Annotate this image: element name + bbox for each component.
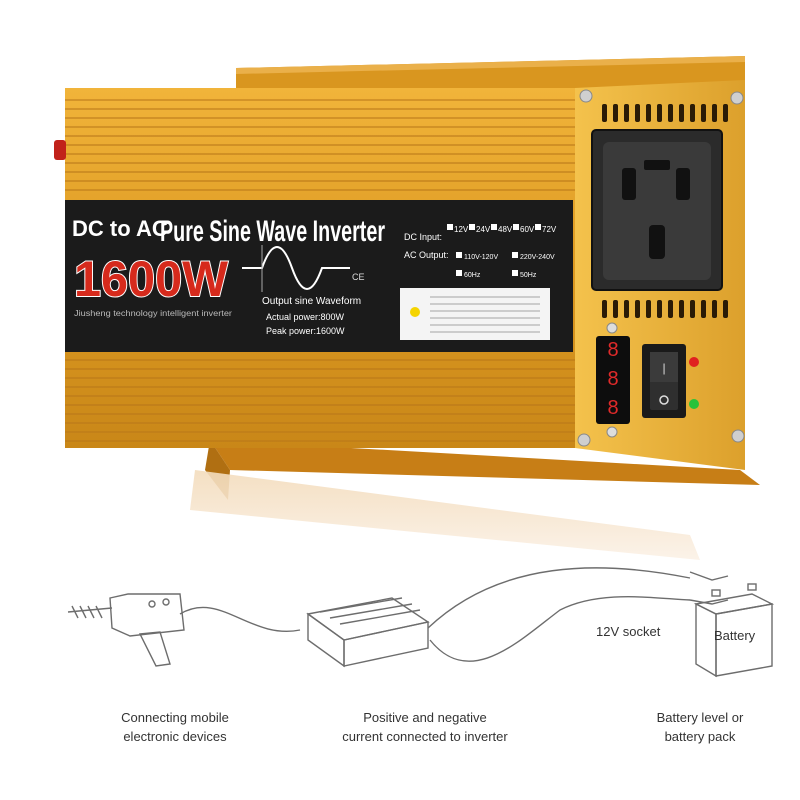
inverter-reflection xyxy=(190,470,700,560)
sine-wave-icon xyxy=(242,246,350,290)
screw-icon xyxy=(579,89,593,103)
brand-line: Jiusheng technology intelligent inverter xyxy=(74,309,232,318)
vent-slot xyxy=(657,300,662,318)
display-digit: 8 xyxy=(607,339,618,361)
screw-icon xyxy=(606,322,618,334)
checkbox-icon xyxy=(447,224,453,230)
screw-icon xyxy=(577,433,591,447)
device-cable xyxy=(179,606,301,633)
waveform-title: Output sine Waveform xyxy=(262,296,361,307)
vent-slot xyxy=(646,300,651,318)
dc-voltage-option: 12V xyxy=(454,225,469,234)
caption-line: Battery level or xyxy=(656,710,744,725)
caption-battery: Battery level or battery pack xyxy=(630,708,770,746)
vent-slot xyxy=(701,300,706,318)
display-digit: 8 xyxy=(607,397,618,419)
battery-icon xyxy=(693,583,775,678)
vent-slot xyxy=(624,300,629,318)
vent-slot xyxy=(723,104,728,122)
dc-voltage-option: 60V xyxy=(520,225,535,234)
dc-input-label: DC Input: xyxy=(404,232,442,242)
positive-cable xyxy=(427,567,691,629)
vent-slot xyxy=(613,104,618,122)
checkbox-icon xyxy=(491,224,497,230)
front-label-panel: DC to AC Pure Sine Wave Inverter 1600W J… xyxy=(65,200,573,352)
caption-inverter: Positive and negative current connected … xyxy=(320,708,530,746)
warning-icon xyxy=(410,307,420,317)
power-led-icon xyxy=(689,399,699,409)
fault-led-icon xyxy=(689,357,699,367)
frequency-option: 60Hz xyxy=(464,272,481,279)
vent-slot xyxy=(690,300,695,318)
power-switch[interactable]: | xyxy=(642,344,686,418)
ac-output-label: AC Output: xyxy=(404,250,449,260)
vent-slot xyxy=(646,104,651,122)
vent-slot xyxy=(679,300,684,318)
ac-voltage-option: 220V-240V xyxy=(520,254,555,261)
checkbox-icon xyxy=(512,252,518,258)
frequency-option: 50Hz xyxy=(520,272,537,279)
checkbox-icon xyxy=(535,224,541,230)
inverter-sketch-icon xyxy=(306,597,430,668)
actual-power: Actual power:800W xyxy=(266,312,345,322)
vent-slot xyxy=(668,104,673,122)
clamp-icon xyxy=(689,571,729,605)
socket-label: 12V socket xyxy=(596,624,661,639)
inverter-end-panel: 8 8 8 | xyxy=(575,80,745,470)
checkbox-icon xyxy=(456,252,462,258)
drill-icon xyxy=(67,593,185,667)
headline-prefix: DC to AC xyxy=(72,216,168,241)
vent-slot xyxy=(613,300,618,318)
red-knob-icon xyxy=(54,140,66,160)
vent-slot xyxy=(635,300,640,318)
caption-line: Connecting mobile xyxy=(121,710,229,725)
caption-devices: Connecting mobile electronic devices xyxy=(95,708,255,746)
vent-slot xyxy=(712,300,717,318)
dc-voltage-option: 72V xyxy=(542,225,557,234)
caption-line: current connected to inverter xyxy=(342,729,508,744)
headline-main: Pure Sine Wave Inverter xyxy=(160,215,385,248)
battery-label: Battery xyxy=(714,628,756,643)
svg-text:|: | xyxy=(662,361,665,375)
vent-slot xyxy=(602,104,607,122)
screw-icon xyxy=(606,426,618,438)
inverter-back-plate xyxy=(236,56,745,88)
ac-voltage-option: 110V-120V xyxy=(464,254,498,261)
peak-power: Peak power:1600W xyxy=(266,326,345,336)
vent-slot xyxy=(712,104,717,122)
negative-cable xyxy=(429,596,691,662)
checkbox-icon xyxy=(513,224,519,230)
checkbox-icon xyxy=(512,270,518,276)
voltage-display: 8 8 8 xyxy=(596,336,630,424)
power-rating: 1600W xyxy=(74,251,229,307)
ce-mark: CE xyxy=(352,272,365,282)
display-digit: 8 xyxy=(607,368,618,390)
caption-line: electronic devices xyxy=(123,729,227,744)
vent-slot xyxy=(635,104,640,122)
screw-icon xyxy=(731,429,745,443)
caption-line: battery pack xyxy=(664,729,736,744)
screw-icon xyxy=(730,91,744,105)
vent-slot xyxy=(690,104,695,122)
usage-diagram xyxy=(67,567,775,678)
vent-slot xyxy=(668,300,673,318)
dc-voltage-option: 24V xyxy=(476,225,491,234)
vent-slot xyxy=(679,104,684,122)
vent-slot xyxy=(624,104,629,122)
vent-slot xyxy=(701,104,706,122)
vent-slot xyxy=(602,300,607,318)
ac-outlet-socket[interactable] xyxy=(591,129,723,291)
vent-slot xyxy=(723,300,728,318)
dc-voltage-option: 48V xyxy=(498,225,513,234)
caption-line: Positive and negative xyxy=(363,710,487,725)
checkbox-icon xyxy=(456,270,462,276)
vent-slot xyxy=(657,104,662,122)
checkbox-icon xyxy=(469,224,475,230)
